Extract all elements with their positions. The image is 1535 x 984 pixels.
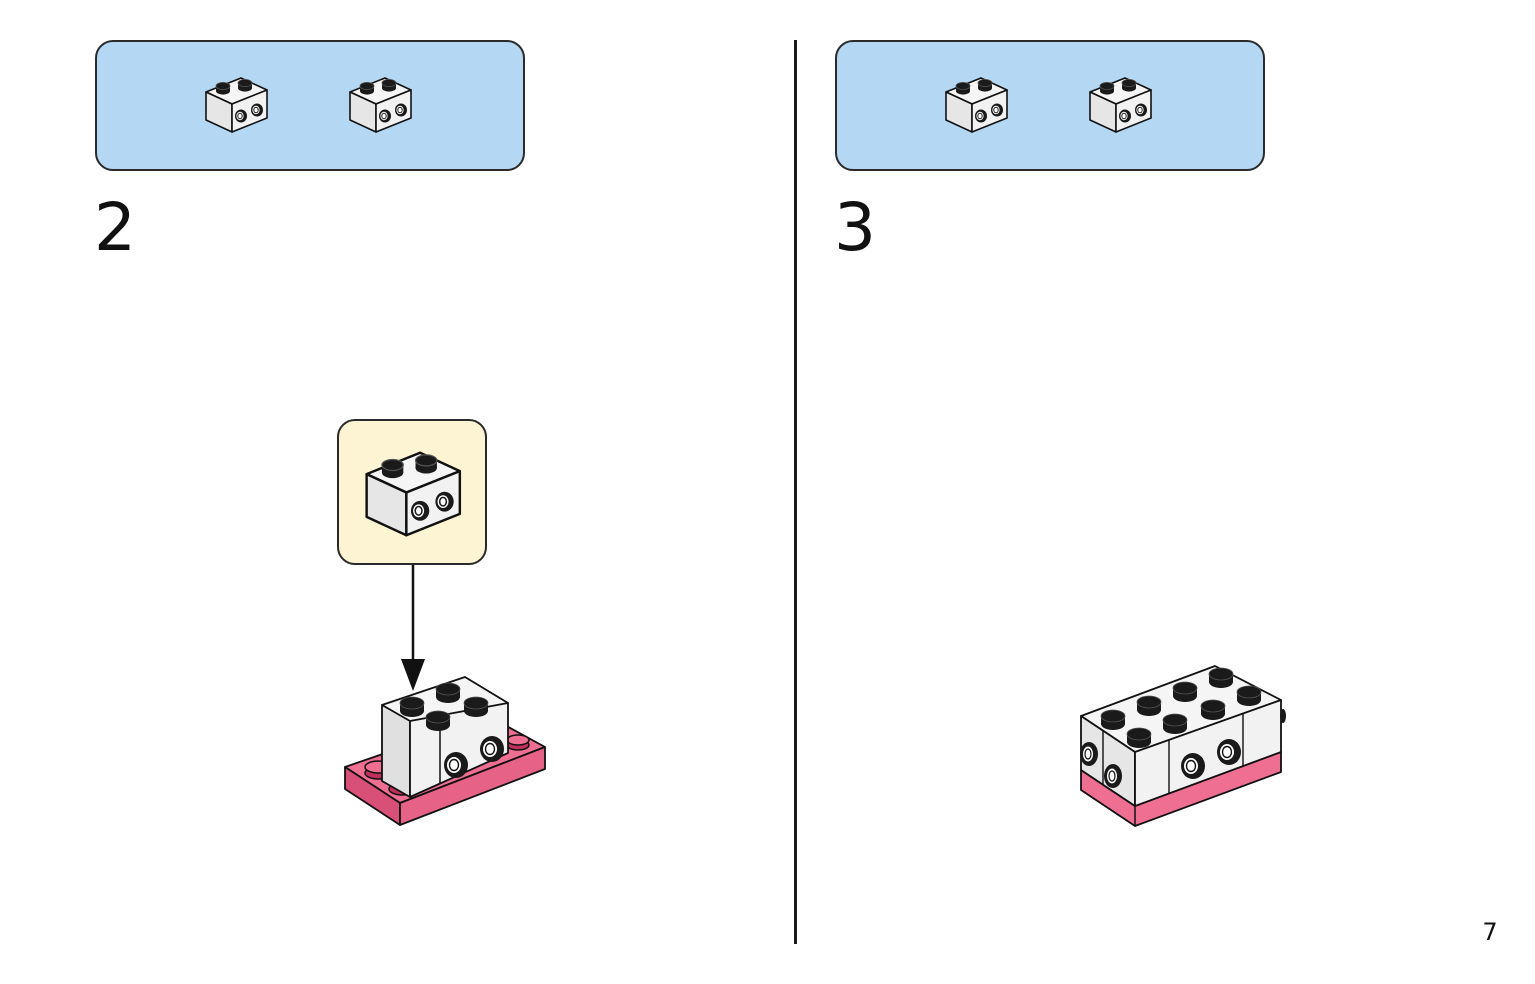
sub-assembly-callout xyxy=(337,419,487,565)
model-step-3 xyxy=(1080,665,1286,827)
step-number: 3 xyxy=(834,189,876,266)
model-step-2 xyxy=(344,676,546,826)
page-divider xyxy=(794,40,797,944)
part-brick-1x2-side-studs xyxy=(205,77,268,133)
page-number: 7 xyxy=(1482,918,1498,946)
part-brick-1x2-side-studs xyxy=(945,77,1008,133)
part-brick-1x2-side-studs xyxy=(349,77,412,133)
callout-brick-1x2-side-studs xyxy=(365,451,462,537)
parts-list-step-3 xyxy=(835,40,1265,171)
step-number: 2 xyxy=(94,189,136,266)
part-brick-1x2-side-studs xyxy=(1089,77,1152,133)
parts-list-step-2 xyxy=(95,40,525,171)
placement-arrow xyxy=(401,565,425,691)
